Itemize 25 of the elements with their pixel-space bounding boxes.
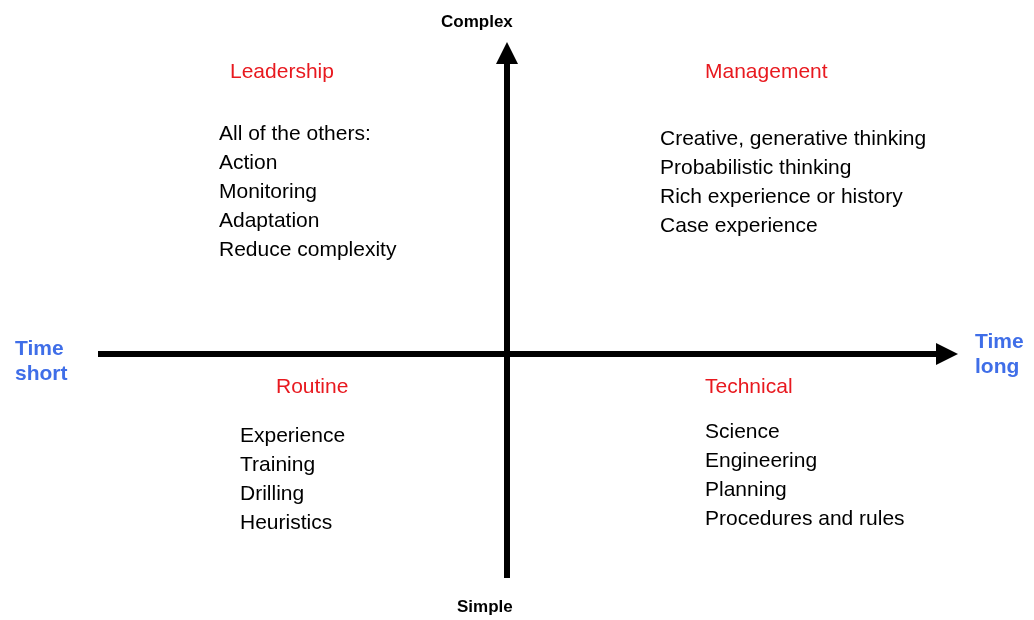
list-item: Science (705, 418, 780, 444)
list-item: Planning (705, 476, 787, 502)
quadrant-title: Technical (705, 373, 793, 399)
axis-label: Simple (457, 597, 513, 618)
list-item: Rich experience or history (660, 183, 903, 209)
quadrant-title: Routine (276, 373, 349, 399)
list-item: Engineering (705, 447, 818, 473)
list-item: Action (219, 149, 278, 175)
list-item: Creative, generative thinking (660, 125, 927, 151)
list-item: All of the others: (219, 120, 371, 146)
list-item: Experience (240, 422, 346, 448)
list-item: Drilling (240, 480, 305, 506)
quadrant-title: Leadership (230, 58, 334, 84)
axis-label: Time short (15, 335, 69, 386)
axis-label: Time long (975, 328, 1025, 379)
quadrant-title: Management (705, 58, 828, 84)
list-item: Reduce complexity (219, 236, 397, 262)
axis-label: Complex (441, 12, 513, 33)
list-item: Procedures and rules (705, 505, 905, 531)
list-item: Heuristics (240, 509, 333, 535)
list-item: Training (240, 451, 316, 477)
list-item: Probabilistic thinking (660, 154, 852, 180)
list-item: Case experience (660, 212, 818, 238)
list-item: Adaptation (219, 207, 320, 233)
list-item: Monitoring (219, 178, 318, 204)
